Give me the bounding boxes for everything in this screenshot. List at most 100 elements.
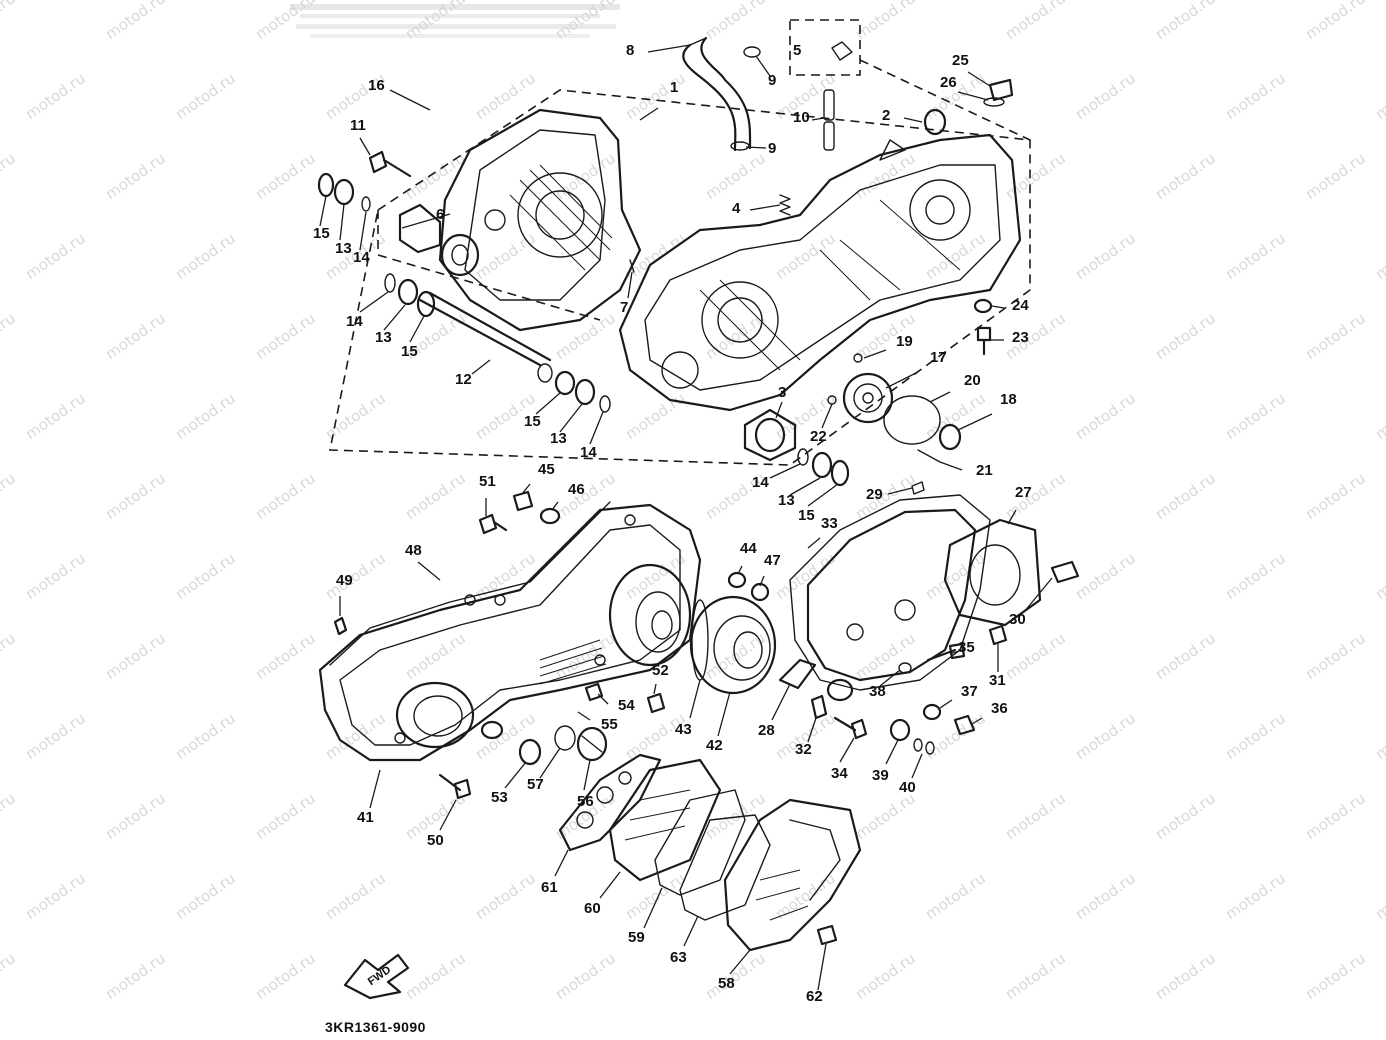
leader-line-14 <box>769 463 801 479</box>
part-label-13: 13 <box>778 492 795 509</box>
watermark-text: motod.ru <box>702 789 769 843</box>
part-label-48: 48 <box>405 542 422 559</box>
watermark-text: motod.ru <box>1152 789 1219 843</box>
part-label-21: 21 <box>976 462 993 479</box>
part-label-33: 33 <box>821 515 838 532</box>
watermark-text: motod.ru <box>622 549 689 603</box>
watermark-text: motod.ru <box>1302 949 1369 1003</box>
watermark-text: motod.ru <box>472 709 539 763</box>
leader-line-35 <box>949 649 963 655</box>
leader-line-13 <box>339 203 345 241</box>
watermark-text: motod.ru <box>472 869 539 923</box>
part-label-18: 18 <box>1000 391 1017 408</box>
leader-line-44 <box>737 565 743 575</box>
watermark-text: motod.ru <box>472 69 539 123</box>
leader-line-24 <box>991 305 1005 309</box>
part-label-14: 14 <box>752 474 769 491</box>
watermark-text: motod.ru <box>1072 869 1139 923</box>
leader-line-13 <box>559 403 583 433</box>
watermark-text: motod.ru <box>852 949 919 1003</box>
part-label-60: 60 <box>584 900 601 917</box>
part-label-15: 15 <box>524 413 541 430</box>
watermark-text: motod.ru <box>1002 0 1069 43</box>
leader-line-17 <box>885 371 919 389</box>
part-label-23: 23 <box>1012 329 1029 346</box>
watermark-text: motod.ru <box>922 709 989 763</box>
leader-line-47 <box>759 575 765 587</box>
watermark-text: motod.ru <box>852 0 919 43</box>
watermark-text: motod.ru <box>1222 709 1289 763</box>
part-labels: 1234567899101112131313131414141415151515… <box>313 42 1032 1005</box>
leader-line-14 <box>589 411 604 445</box>
watermark-text: motod.ru <box>1152 309 1219 363</box>
part-label-6: 6 <box>436 206 444 223</box>
leader-line-6 <box>401 213 451 229</box>
part-label-39: 39 <box>872 767 889 784</box>
watermark-text: motod.ru <box>622 869 689 923</box>
part-label-62: 62 <box>806 988 823 1005</box>
leader-line-32 <box>807 717 817 743</box>
watermark-text: motod.ru <box>1072 549 1139 603</box>
leader-line-45 <box>521 483 531 495</box>
leader-line-55 <box>577 711 591 721</box>
watermark-text: motod.ru <box>22 69 89 123</box>
watermark-text: motod.ru <box>102 789 169 843</box>
leader-line-2 <box>903 117 923 123</box>
part-label-54: 54 <box>618 697 635 714</box>
leader-line-63 <box>683 915 699 947</box>
part-label-11: 11 <box>350 117 366 134</box>
leader-line-10 <box>811 117 825 121</box>
leader-line-30 <box>1023 577 1053 613</box>
leader-line-11 <box>359 137 371 156</box>
leader-line-15 <box>409 315 425 343</box>
watermark-text: motod.ru <box>1302 149 1369 203</box>
watermark-text: motod.ru <box>1072 69 1139 123</box>
watermark-text: motod.ru <box>1002 149 1069 203</box>
watermark-text: motod.ru <box>102 469 169 523</box>
leader-line-33 <box>807 537 821 549</box>
part-label-12: 12 <box>455 371 472 388</box>
watermark-text: motod.ru <box>1372 869 1386 923</box>
part-label-61: 61 <box>541 879 558 896</box>
leader-line-38 <box>879 669 901 687</box>
watermark-text: motod.ru <box>1372 709 1386 763</box>
part-label-40: 40 <box>899 779 916 796</box>
watermark-text: motod.ru <box>1302 789 1369 843</box>
leader-line-21 <box>939 461 963 471</box>
leader-line-52 <box>653 683 657 695</box>
leader-line-14 <box>359 211 367 251</box>
leader-line-9 <box>755 55 771 77</box>
watermark-text: motod.ru <box>1002 469 1069 523</box>
leader-line-42 <box>717 691 731 737</box>
watermark-text: motod.ru <box>1002 629 1069 683</box>
part-label-57: 57 <box>527 776 544 793</box>
part-label-16: 16 <box>368 77 385 94</box>
part-label-15: 15 <box>401 343 418 360</box>
part-label-41: 41 <box>357 809 374 826</box>
watermark-text: motod.ru <box>1372 69 1386 123</box>
leader-line-16 <box>389 89 431 111</box>
part-label-43: 43 <box>675 721 692 738</box>
part-label-53: 53 <box>491 789 508 806</box>
part-label-2: 2 <box>882 107 890 124</box>
part-label-26: 26 <box>940 74 957 91</box>
watermark-text: motod.ru <box>622 69 689 123</box>
part-label-14: 14 <box>580 444 597 461</box>
watermark-text: motod.ru <box>402 949 469 1003</box>
watermark-text: motod.ru <box>322 389 389 443</box>
watermark-text: motod.ru <box>172 549 239 603</box>
watermark-text: motod.ru <box>552 629 619 683</box>
watermark-text: motod.ru <box>252 149 319 203</box>
part-label-37: 37 <box>961 683 978 700</box>
watermark-text: motod.ru <box>552 469 619 523</box>
watermark-text: motod.ru <box>1302 629 1369 683</box>
leader-line-36 <box>971 717 983 725</box>
leader-line-13 <box>789 477 821 496</box>
watermark-text: motod.ru <box>1222 229 1289 283</box>
watermark-text: motod.ru <box>0 149 19 203</box>
part-label-51: 51 <box>479 473 496 490</box>
leader-line-22 <box>821 403 833 429</box>
part-label-47: 47 <box>764 552 781 569</box>
part-label-13: 13 <box>335 240 352 257</box>
part-label-4: 4 <box>732 200 741 217</box>
